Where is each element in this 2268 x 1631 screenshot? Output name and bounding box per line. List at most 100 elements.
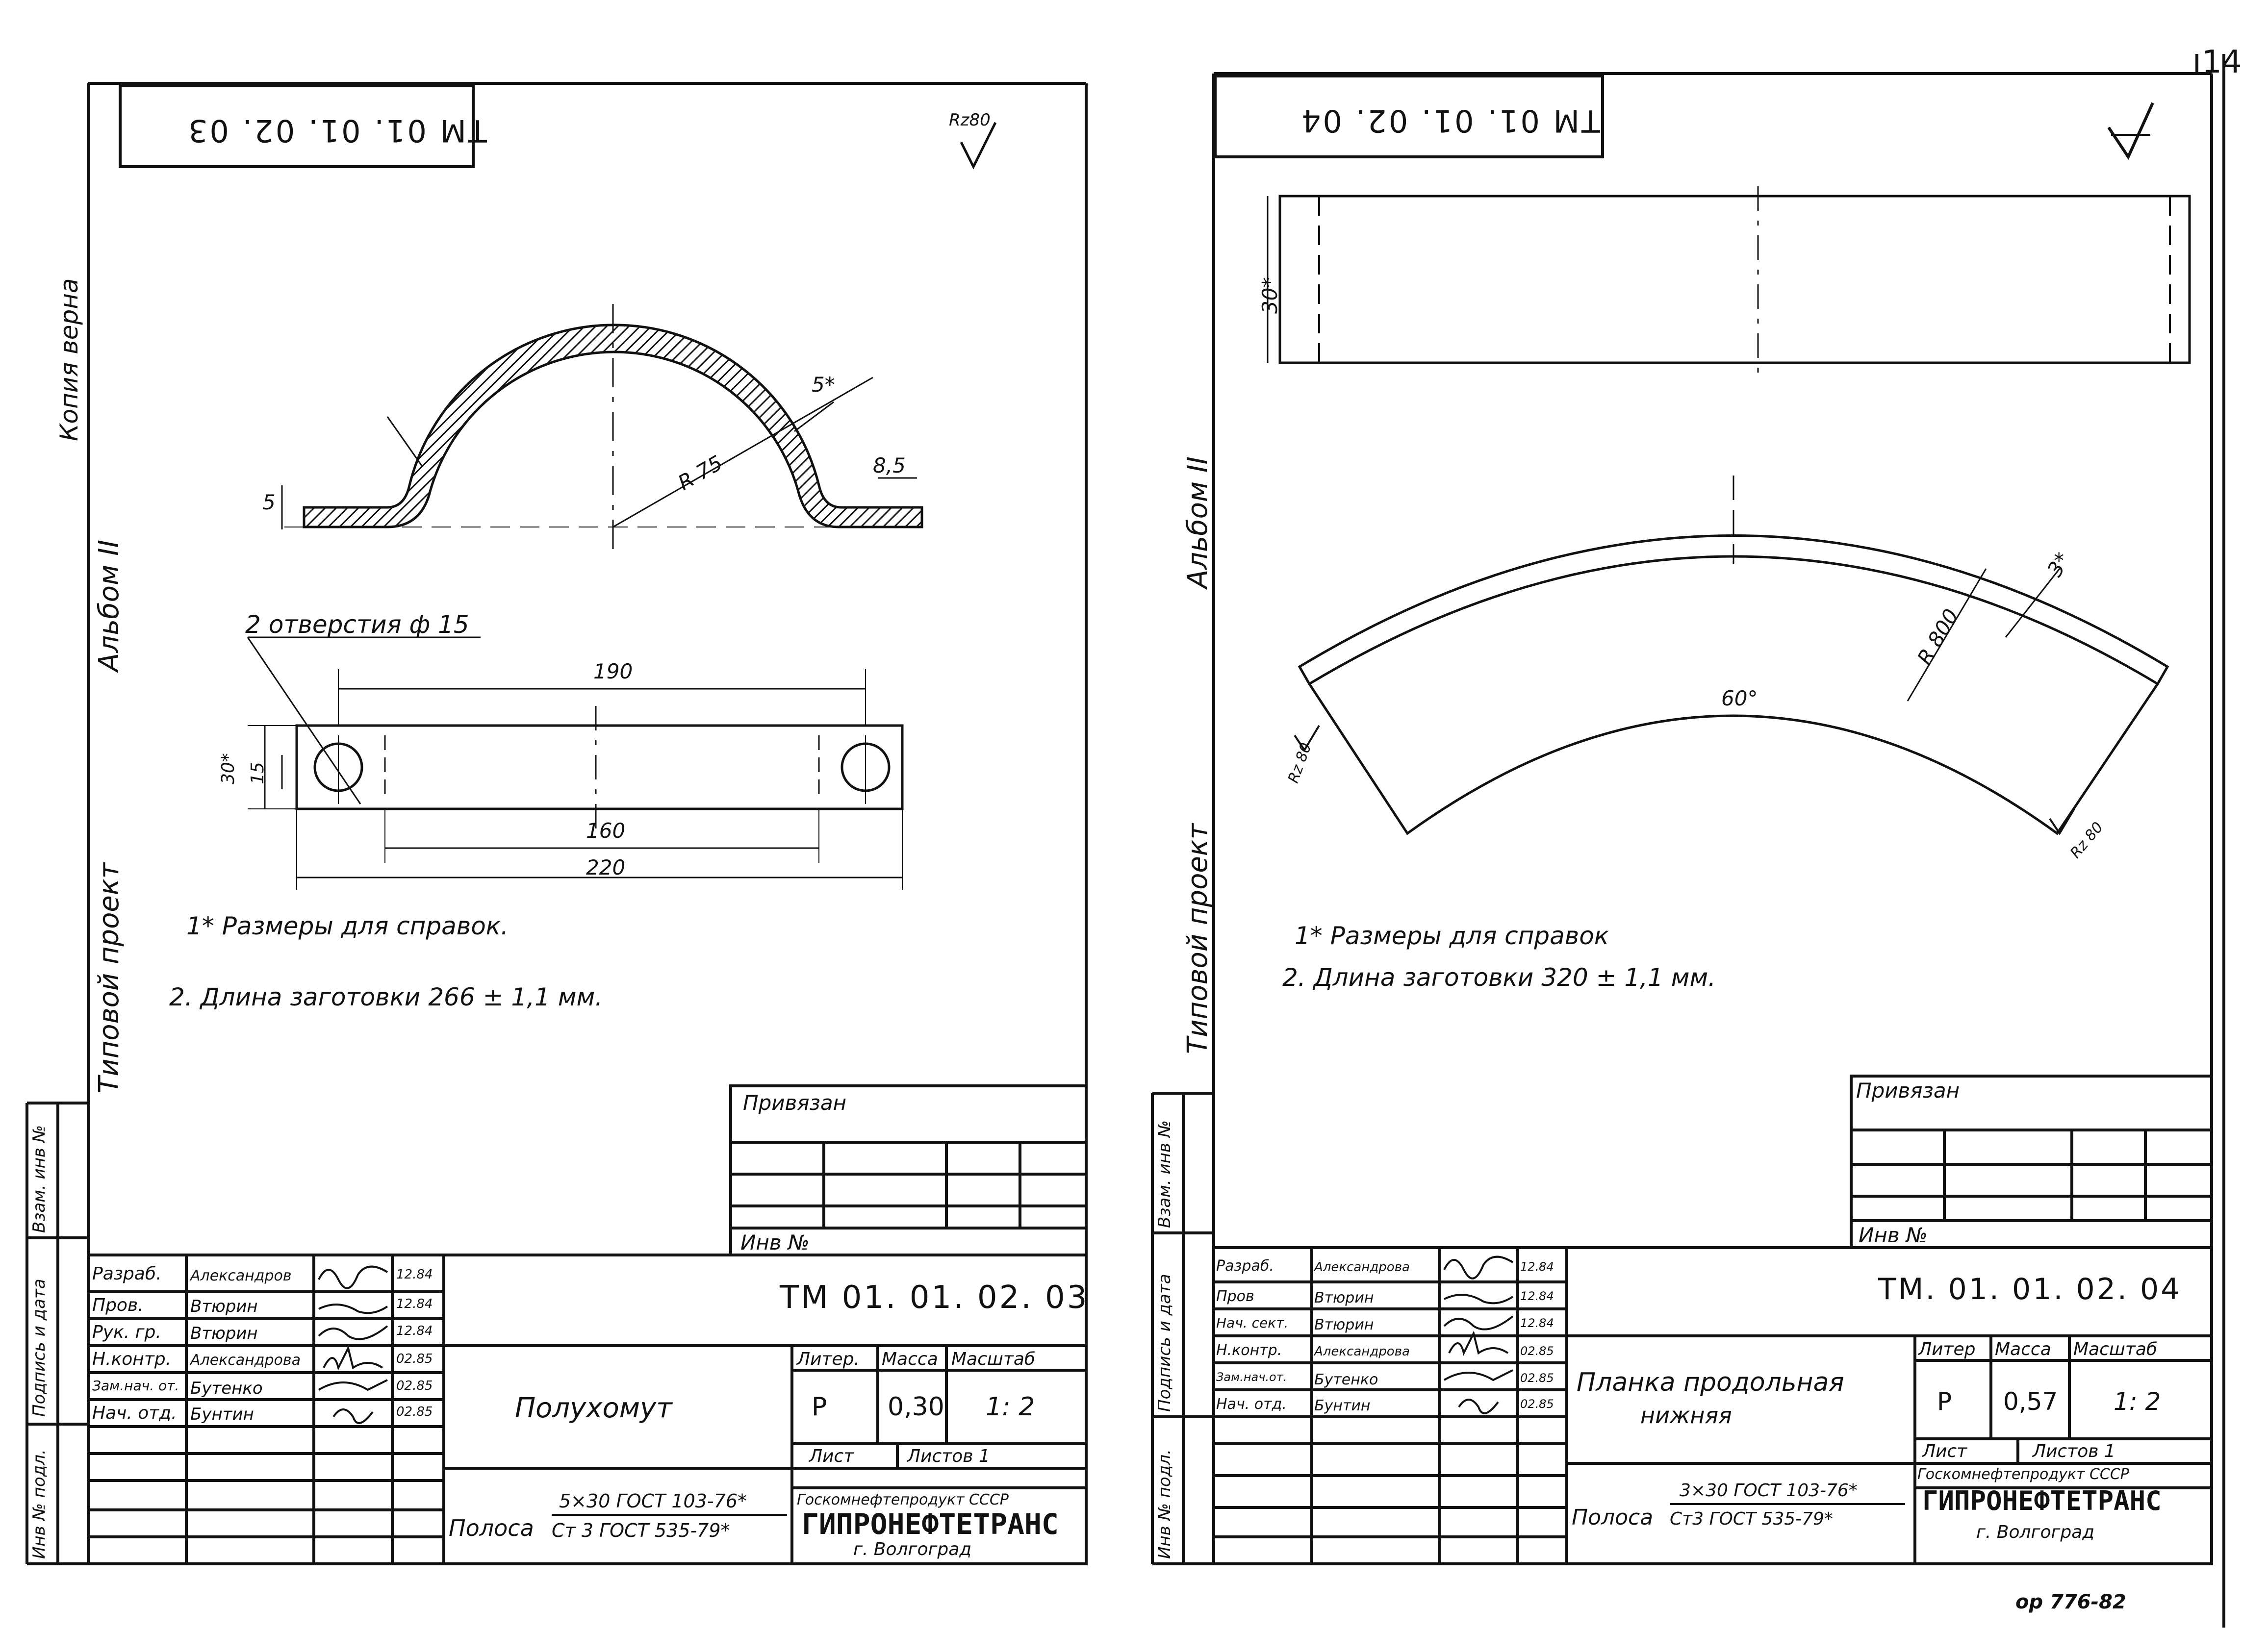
tb1-role-4: Зам.нач. от. [92,1378,179,1394]
sheet2-privyazan: Привязан [1856,1079,1960,1103]
tb1-name-3: Александрова [190,1352,301,1369]
tb1-masshtab: 1: 2 [986,1392,1035,1422]
page-number: 14 [2202,44,2242,80]
tb1-code: ТМ 01. 01. 02. 03 [780,1280,1089,1316]
margin2-project: Типовой проект [1182,823,1214,1054]
dim-fillet: 5* [812,373,835,397]
tb1-material-top: 5×30 ГОСТ 103-76* [559,1490,747,1512]
dim-30: 30* [218,753,238,784]
margin2-col-sign: Подпись и дата [1155,1274,1174,1412]
holes-label: 2 отверстия ф 15 [245,610,469,639]
bottom-note: ор 776-82 [2015,1591,2126,1613]
tb2-listov: Листов 1 [2033,1441,2115,1461]
tb1-name-1: Втюрин [190,1297,258,1316]
tb1-city: г. Волгоград [853,1539,972,1559]
tb2-org2: ГИПРОНЕФТЕТРАНС [1922,1485,2162,1516]
sheet1-code-upside: ТМ 01. 01. 02. 03 [186,113,487,149]
margin-stamp: Копия верна [55,278,83,441]
tb1-listov: Листов 1 [907,1446,990,1466]
tb2-name-3: Александрова [1314,1344,1410,1359]
tb1-name-4: Бутенко [190,1379,263,1398]
sheet2-code-upside: ТМ 01. 01. 02. 04 [1300,103,1600,139]
sheet1-code-box [119,84,475,168]
tb2-name-4: Бутенко [1314,1371,1378,1388]
tb2-date-2: 12.84 [1520,1316,1554,1330]
tb2-code: ТМ. 01. 01. 02. 04 [1878,1272,2182,1306]
margin2-album: Альбом II [1182,456,1214,588]
dim-15: 15 [248,762,268,784]
tb1-date-4: 02.85 [396,1379,433,1393]
dim-width-85: 8,5 [873,453,906,477]
tb1-litera-h: Литер. [797,1349,860,1369]
tb2-litera-h: Литер [1918,1339,1976,1359]
tb1-role-0: Разраб. [92,1264,162,1284]
tb2-name-5: Бунтин [1314,1397,1371,1414]
tb2-massa-h: Масса [1995,1339,2051,1359]
tb2-role-4: Зам.нач.от. [1216,1370,1287,1384]
tb1-role-3: Н.контр. [92,1349,172,1369]
tb2-date-5: 02.85 [1520,1397,1554,1411]
tb1-date-2: 12.84 [396,1324,433,1338]
tb1-date-5: 02.85 [396,1405,433,1419]
tb1-org2: ГИПРОНЕФТЕТРАНС [802,1507,1059,1541]
tb1-name: Полухомут [515,1392,672,1424]
tb2-role-2: Нач. сект. [1216,1315,1289,1331]
tb2-name-0: Александрова [1314,1260,1410,1275]
dim-220: 220 [586,855,626,879]
sheet1-note-2: 2. Длина заготовки 266 ± 1,1 мм. [169,983,603,1011]
tb2-role-1: Пров [1216,1288,1254,1305]
tb2-masshtab-h: Масштаб [2073,1339,2158,1359]
tb1-massa: 0,30 [888,1392,944,1422]
curved-plank [1298,534,2169,686]
dim2-30: 30* [1258,277,1282,314]
tb2-material-top: 3×30 ГОСТ 103-76* [1680,1480,1858,1501]
tb1-name-5: Бунтин [190,1405,254,1424]
tb2-name-line1: Планка продольная [1577,1368,1844,1397]
dim-thickness-5: 5 [262,490,276,514]
sheet2-inv: Инв № [1859,1223,1928,1247]
tb1-name-2: Втюрин [190,1324,258,1343]
dim2-angle: 60° [1721,686,1758,710]
margin-col-sign: Подпись и дата [29,1279,49,1417]
tb1-org1: Госкомнефтепродукт СССР [797,1491,1009,1508]
tb1-name-0: Александров [190,1267,292,1284]
sheet1-inv: Инв № [740,1230,810,1255]
tb1-litera: Р [812,1392,827,1422]
tb2-list: Лист [1922,1441,1967,1461]
tb2-name-2: Втюрин [1314,1316,1374,1333]
tb2-date-3: 02.85 [1520,1344,1554,1358]
dim-190: 190 [593,659,633,683]
margin-album: Альбом II [93,540,125,672]
sheet1-note-1: 1* Размеры для справок. [186,912,509,940]
tb2-name-1: Втюрин [1314,1289,1374,1306]
strip-top-view [1278,195,2191,364]
margin2-col-vzam: Взам. инв № [1155,1120,1174,1228]
tb1-material-label: Полоса [449,1515,534,1541]
tb1-date-3: 02.85 [396,1352,433,1366]
dim-160: 160 [586,819,626,843]
tb1-date-0: 12.84 [396,1267,433,1282]
tb2-role-5: Нач. отд. [1216,1396,1287,1413]
tb2-role-0: Разраб. [1216,1257,1274,1275]
margin-col-vzam: Взам. инв № [29,1125,49,1233]
tb2-city: г. Волгоград [1976,1522,2095,1542]
tb2-name-line2: нижняя [1640,1402,1732,1429]
tb2-masshtab: 1: 2 [2114,1387,2161,1416]
sheet1-roughness: Rz80 [949,110,991,130]
tb2-role-3: Н.контр. [1216,1342,1282,1359]
tb2-date-1: 12.84 [1520,1289,1554,1303]
tb1-role-5: Нач. отд. [92,1403,177,1423]
sheet2-code-box [1214,75,1604,158]
margin-col-inv: Инв № подл. [29,1449,49,1559]
tb2-date-4: 02.85 [1520,1371,1554,1385]
tb1-massa-h: Масса [882,1349,938,1369]
sheet2-note-1: 1* Размеры для справок [1295,922,1609,950]
sheet1-titleblock [87,1254,1088,1565]
strip-plan [295,724,904,810]
tb2-date-0: 12.84 [1520,1260,1554,1274]
tb2-material-label: Полоса [1572,1505,1654,1530]
sheet2-note-2: 2. Длина заготовки 320 ± 1,1 мм. [1282,963,1716,992]
tb1-material-bottom: Ст 3 ГОСТ 535-79* [552,1520,730,1541]
sheet1-privyazan: Привязан [743,1091,847,1115]
